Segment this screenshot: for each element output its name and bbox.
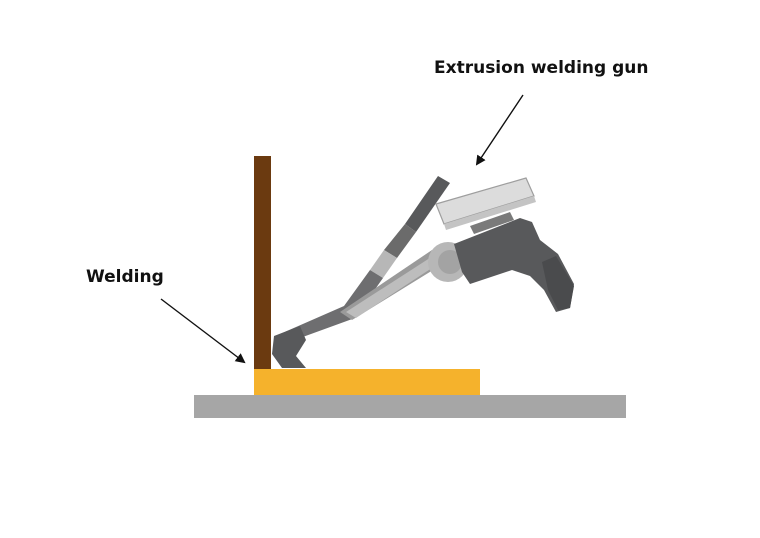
- gun-nozzle-shoe: [272, 326, 306, 368]
- gun-hose-connector: [384, 224, 416, 258]
- extrusion-welding-gun-icon: [272, 176, 574, 368]
- gun-hopper-mount: [470, 212, 514, 234]
- gun-hose: [405, 176, 450, 232]
- gun-body: [454, 218, 574, 312]
- label-welding: Welding: [86, 267, 164, 287]
- base-plate: [194, 395, 626, 418]
- gun-handle-grip: [542, 256, 574, 310]
- welding-arrow: [160, 298, 246, 364]
- gun-arrow: [475, 94, 524, 166]
- gun-barrel-highlight: [346, 254, 444, 318]
- weld-bead: [254, 369, 480, 395]
- vertical-plate: [254, 156, 271, 369]
- label-extrusion-welding-gun: Extrusion welding gun: [434, 58, 649, 78]
- gun-hopper-edge: [444, 196, 536, 230]
- gun-hose-collar: [370, 250, 397, 278]
- gun-heater-ring-inner: [438, 250, 462, 274]
- gun-lower-arm: [274, 270, 383, 368]
